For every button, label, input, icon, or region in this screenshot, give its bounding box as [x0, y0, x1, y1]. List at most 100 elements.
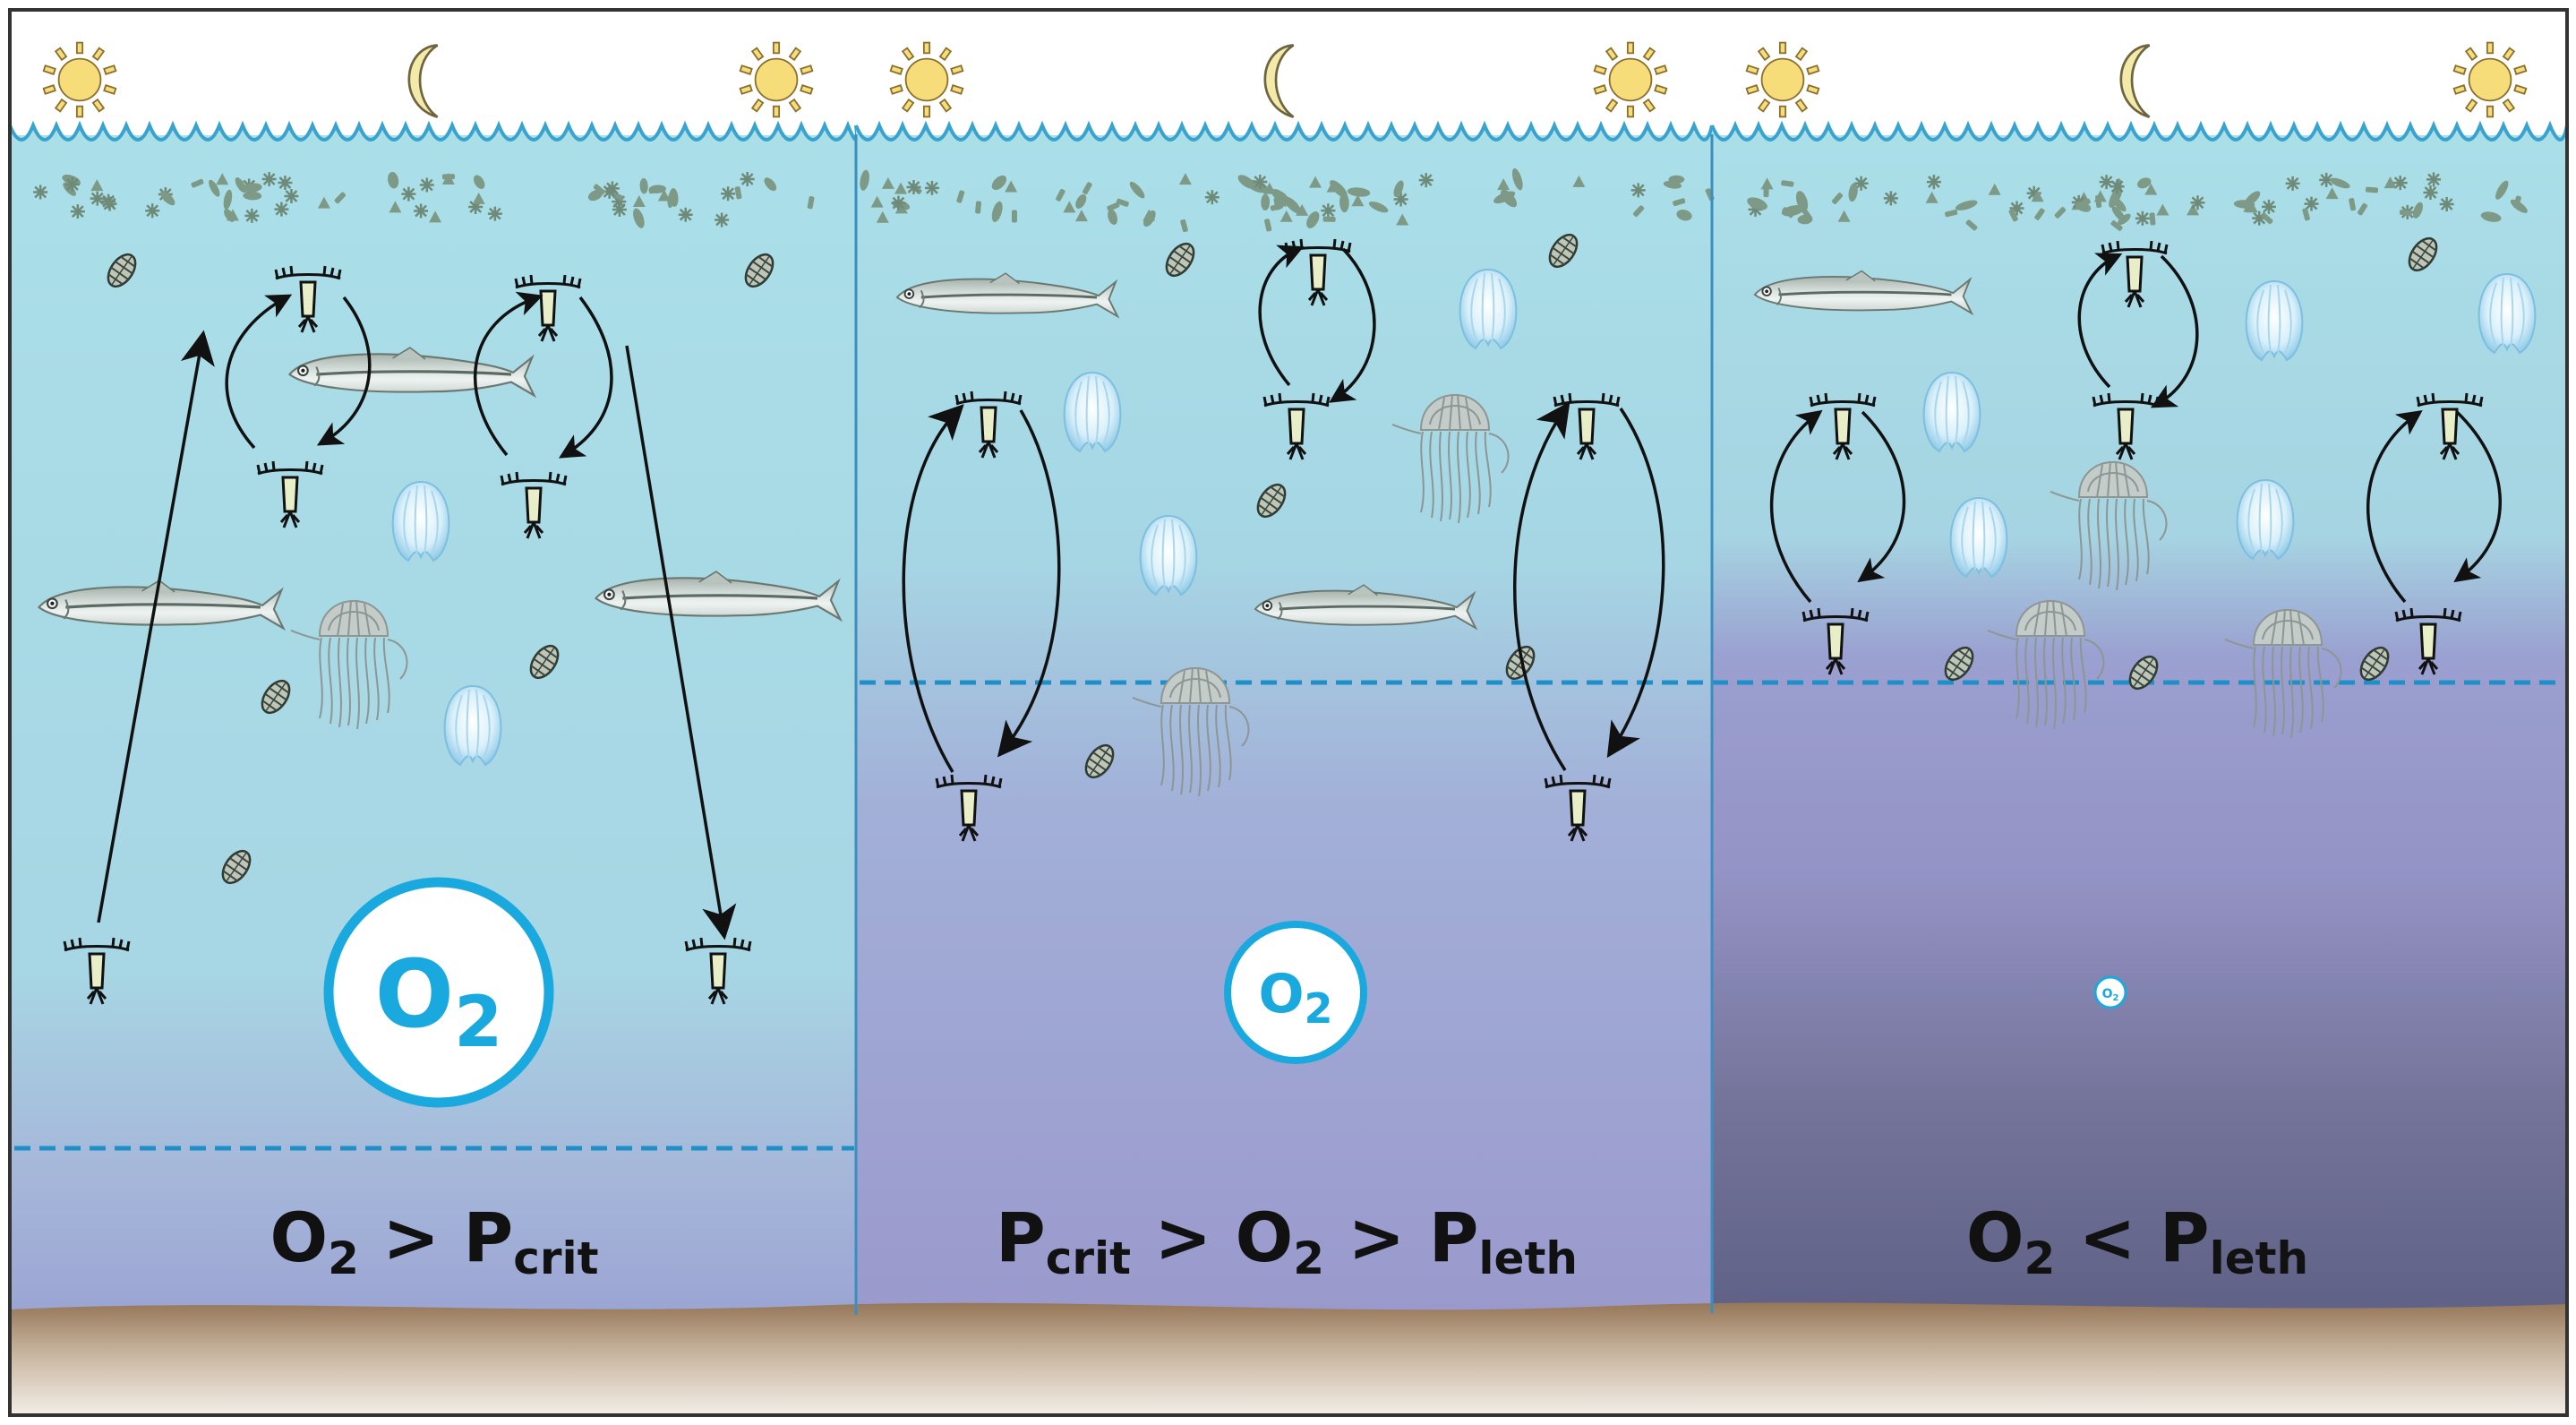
phytoplankton-icon — [2034, 208, 2045, 220]
phytoplankton-icon — [2233, 200, 2255, 209]
phytoplankton-icon — [473, 175, 485, 189]
phytoplankton-icon — [1988, 183, 2001, 195]
phytoplankton-icon — [632, 195, 646, 208]
phytoplankton-icon — [604, 181, 620, 196]
migration-arrow-icon — [1258, 245, 1305, 387]
phytoplankton-icon — [2187, 203, 2200, 216]
phytoplankton-icon — [2078, 198, 2091, 208]
condition-label-panel-3: O2 < Pleth — [1966, 1198, 2308, 1284]
o2-circle — [2093, 975, 2127, 1009]
panel-dividers — [854, 134, 1714, 1315]
migration-arrow-icon — [225, 294, 293, 450]
phytoplankton-icon — [241, 183, 262, 193]
phytoplankton-icon — [1237, 175, 1255, 189]
o2-indicator-panel-2: O2 — [1224, 921, 1367, 1064]
phytoplankton-icon — [612, 194, 627, 210]
migration-arrow-icon — [625, 345, 737, 940]
phytoplankton-icon — [2009, 201, 2024, 216]
label-subscript: crit — [513, 1232, 598, 1284]
o2-symbol-base: O — [375, 940, 454, 1049]
phytoplankton-icon — [389, 201, 402, 213]
migration-arrow-icon — [902, 404, 964, 773]
phytoplankton-icon — [1339, 193, 1349, 213]
svg-text:O2: O2 — [375, 940, 503, 1063]
phytoplankton-icon — [1853, 176, 1869, 191]
phytoplankton-icon — [991, 175, 1007, 191]
wave-fill — [1712, 125, 2567, 149]
phytoplankton-icon — [401, 186, 416, 202]
phytoplankton-icon — [2031, 190, 2044, 202]
label-part: P — [996, 1198, 1046, 1277]
phytoplankton-icon — [1781, 205, 1804, 217]
phytoplankton-icon — [657, 189, 671, 202]
migration-arrow-icon — [997, 409, 1061, 758]
phytoplankton-icon — [90, 179, 104, 192]
phytoplankton-icon — [1178, 173, 1192, 185]
label-part: O — [270, 1198, 328, 1277]
phytoplankton-icon — [881, 176, 894, 189]
phytoplankton-icon — [1107, 202, 1120, 211]
phytoplankton-icon — [1955, 200, 1978, 210]
migration-arrow-icon — [1769, 409, 1823, 604]
phytoplankton-icon — [1074, 210, 1088, 222]
phytoplankton-icon — [633, 208, 645, 228]
migration-arrow-icon — [2150, 254, 2199, 408]
phytoplankton-icon — [209, 179, 220, 197]
phytoplankton-icon — [678, 207, 693, 222]
phytoplankton-icon — [991, 201, 1003, 222]
phytoplankton-icon — [612, 202, 627, 218]
phytoplankton-icon — [2137, 177, 2152, 189]
phytoplankton-icon — [1056, 188, 1065, 202]
phytoplankton-icon — [2365, 186, 2379, 193]
phytoplankton-icon — [2302, 208, 2310, 221]
phytoplankton-icon — [894, 202, 908, 214]
phytoplankton-icon — [2118, 213, 2131, 226]
phytoplankton-icon — [160, 191, 175, 206]
phytoplankton-icon — [1284, 196, 1302, 214]
phytoplankton-icon — [1511, 167, 1523, 191]
phytoplankton-icon — [388, 171, 399, 189]
phytoplankton-icon — [1279, 210, 1293, 222]
phytoplankton-icon — [1837, 210, 1851, 222]
comb-jelly-icon — [1063, 372, 1122, 452]
phytoplankton-icon — [2144, 183, 2158, 195]
phytoplankton-icon — [1063, 201, 1076, 213]
phytoplankton-icon — [1005, 180, 1018, 193]
phytoplankton-icon — [740, 172, 755, 187]
phytoplankton-icon — [1180, 219, 1188, 233]
comb-jelly-icon — [391, 481, 450, 562]
phytoplankton-icon — [468, 200, 484, 215]
migration-arrow-icon — [2366, 409, 2423, 604]
phytoplankton-icon — [1321, 203, 1336, 219]
phytoplankton-icon — [487, 206, 502, 221]
label-part: < P — [2055, 1198, 2209, 1277]
phytoplankton-icon — [2513, 195, 2521, 209]
svg-text:O2: O2 — [1258, 963, 1332, 1033]
phytoplankton-icon — [419, 177, 434, 193]
phytoplankton-icon — [1572, 175, 1586, 187]
comb-jelly-icon — [1459, 269, 1518, 349]
phytoplankton-icon — [1760, 177, 1774, 190]
phytoplankton-icon — [2358, 202, 2367, 216]
phytoplankton-icon — [2252, 210, 2267, 226]
phytoplankton-icon — [1108, 209, 1117, 226]
phytoplankton-icon — [1781, 180, 1794, 187]
phytoplankton-icon — [1347, 187, 1371, 197]
phytoplankton-icon — [1393, 180, 1404, 198]
phytoplankton-icon — [721, 186, 736, 202]
svg-text:O2: O2 — [2102, 987, 2119, 1003]
phytoplankton-icon — [1676, 210, 1692, 221]
label-part: > P — [1324, 1198, 1478, 1277]
phytoplankton-icon — [1143, 209, 1156, 221]
phytoplankton-icon — [261, 172, 277, 187]
o2-symbol-base: O — [1258, 963, 1304, 1026]
phytoplankton-icon — [894, 182, 908, 194]
phytoplankton-icon — [876, 210, 889, 223]
phytoplankton-icon — [807, 196, 815, 210]
comb-jelly-icon — [1139, 515, 1198, 596]
comb-jelly-icon — [2245, 280, 2304, 361]
migration-arrows — [97, 245, 2502, 940]
phytoplankton-icon — [224, 209, 235, 222]
phytoplankton-icon — [1075, 193, 1087, 209]
phytoplankton-icon — [2111, 196, 2127, 212]
